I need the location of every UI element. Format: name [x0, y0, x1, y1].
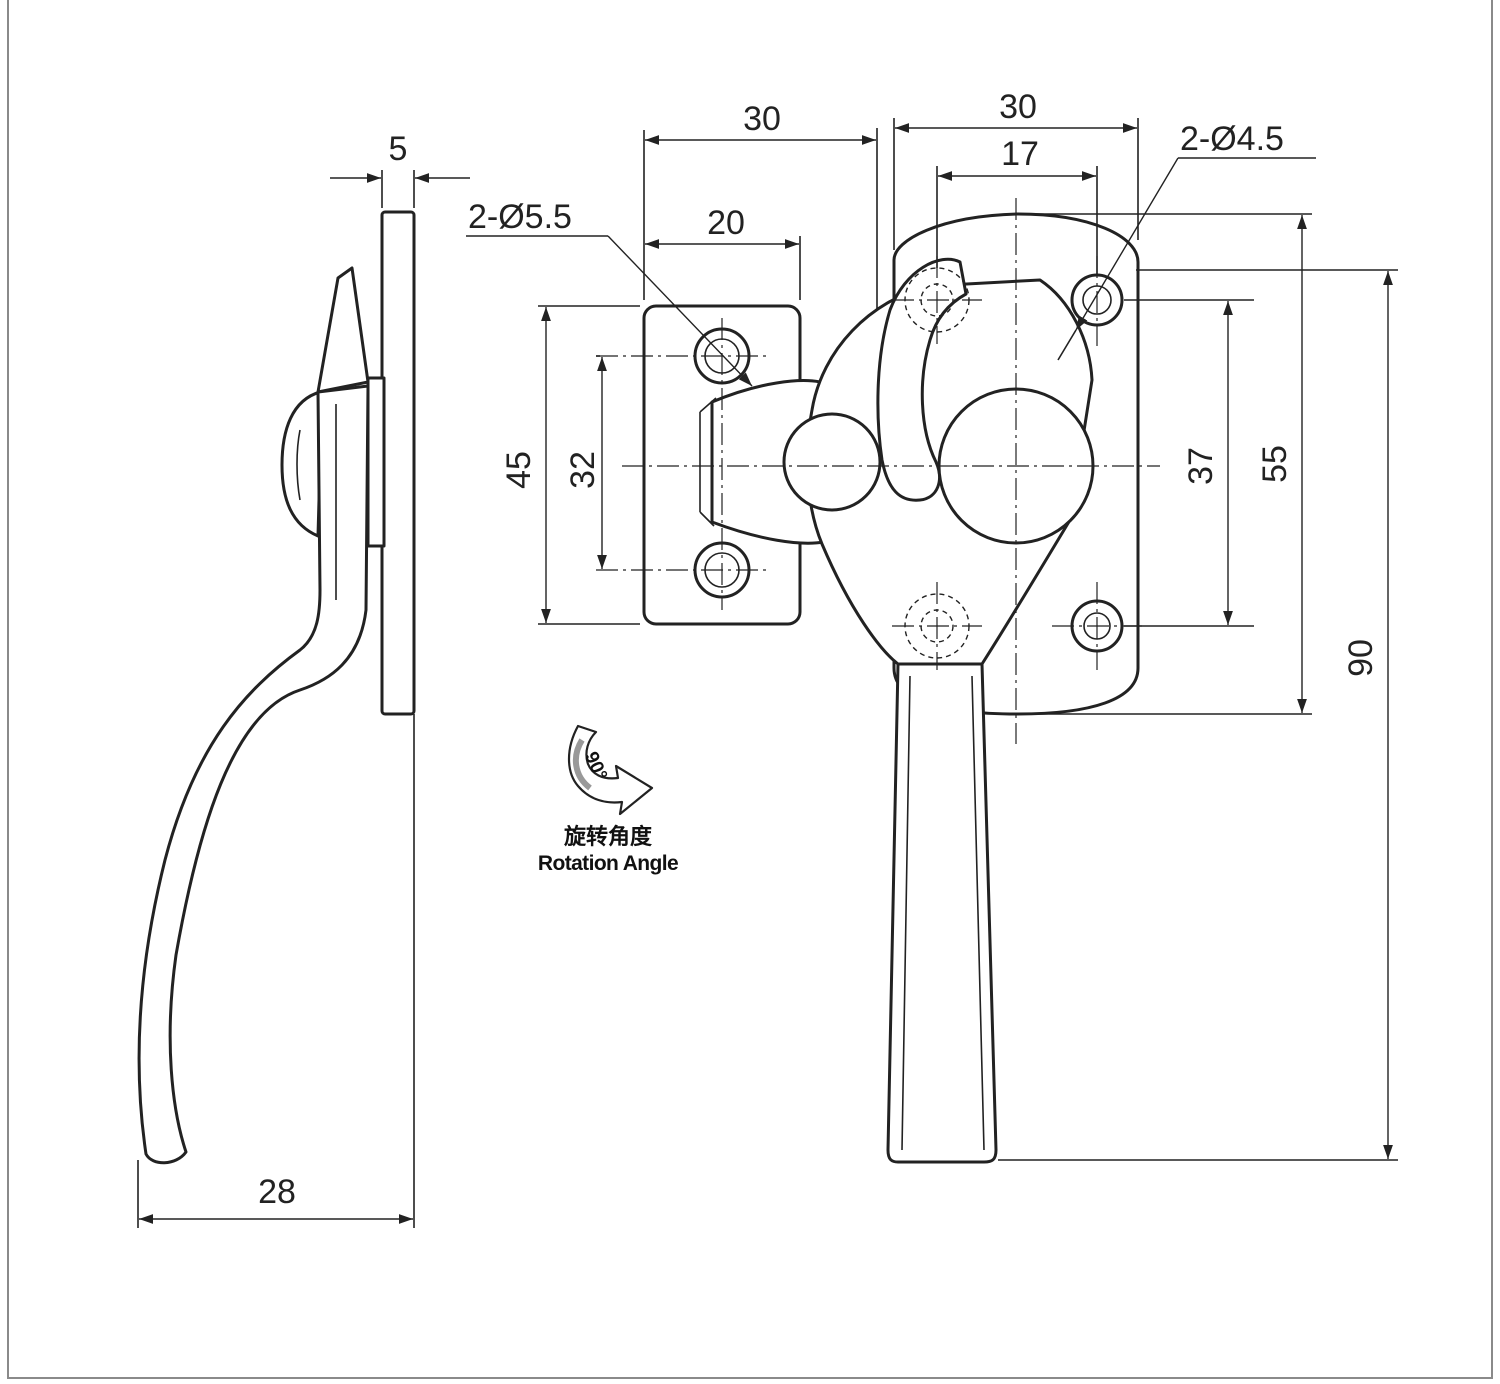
dim-base-width: 30 [999, 88, 1037, 126]
dim-side-thickness: 5 [389, 130, 408, 168]
dim-keeper-holes: 2-Ø5.5 [468, 198, 572, 236]
dim-base-height: 55 [1256, 445, 1294, 483]
keeper-plate-view: 30 20 2-Ø5.5 45 32 [466, 100, 878, 626]
dim-base-hole-spacing-x: 17 [1001, 135, 1039, 173]
page-frame [7, 0, 1493, 1379]
front-handle [886, 662, 998, 1164]
dim-base-holes: 2-Ø4.5 [1180, 120, 1284, 158]
side-mounting-plate [380, 210, 416, 716]
rotation-label-en: Rotation Angle [538, 852, 678, 875]
dim-keeper-width: 30 [743, 100, 781, 138]
dim-overall-height: 90 [1342, 639, 1380, 677]
cam-hook [876, 257, 968, 502]
latch-front-view: 30 17 2-Ø4.5 37 55 90 [622, 88, 1398, 1164]
side-latch-tongue [316, 266, 370, 394]
engage-roller [782, 412, 882, 512]
dim-keeper-hole-spacing-x: 20 [707, 204, 745, 242]
rotation-label-cn: 旋转角度 [564, 824, 653, 850]
side-handle [137, 384, 370, 1165]
dim-base-hole-spacing-y: 37 [1182, 447, 1220, 485]
side-hub-dome [280, 390, 324, 538]
dim-keeper-hole-spacing-y: 32 [564, 451, 602, 489]
rotation-arrow-icon [568, 724, 654, 816]
side-spacer [366, 376, 386, 548]
rotation-angle-icon: 90° [568, 724, 654, 816]
side-view: 5 28 [137, 130, 470, 1228]
dim-side-projection: 28 [258, 1173, 296, 1211]
dim-keeper-height: 45 [500, 451, 538, 489]
